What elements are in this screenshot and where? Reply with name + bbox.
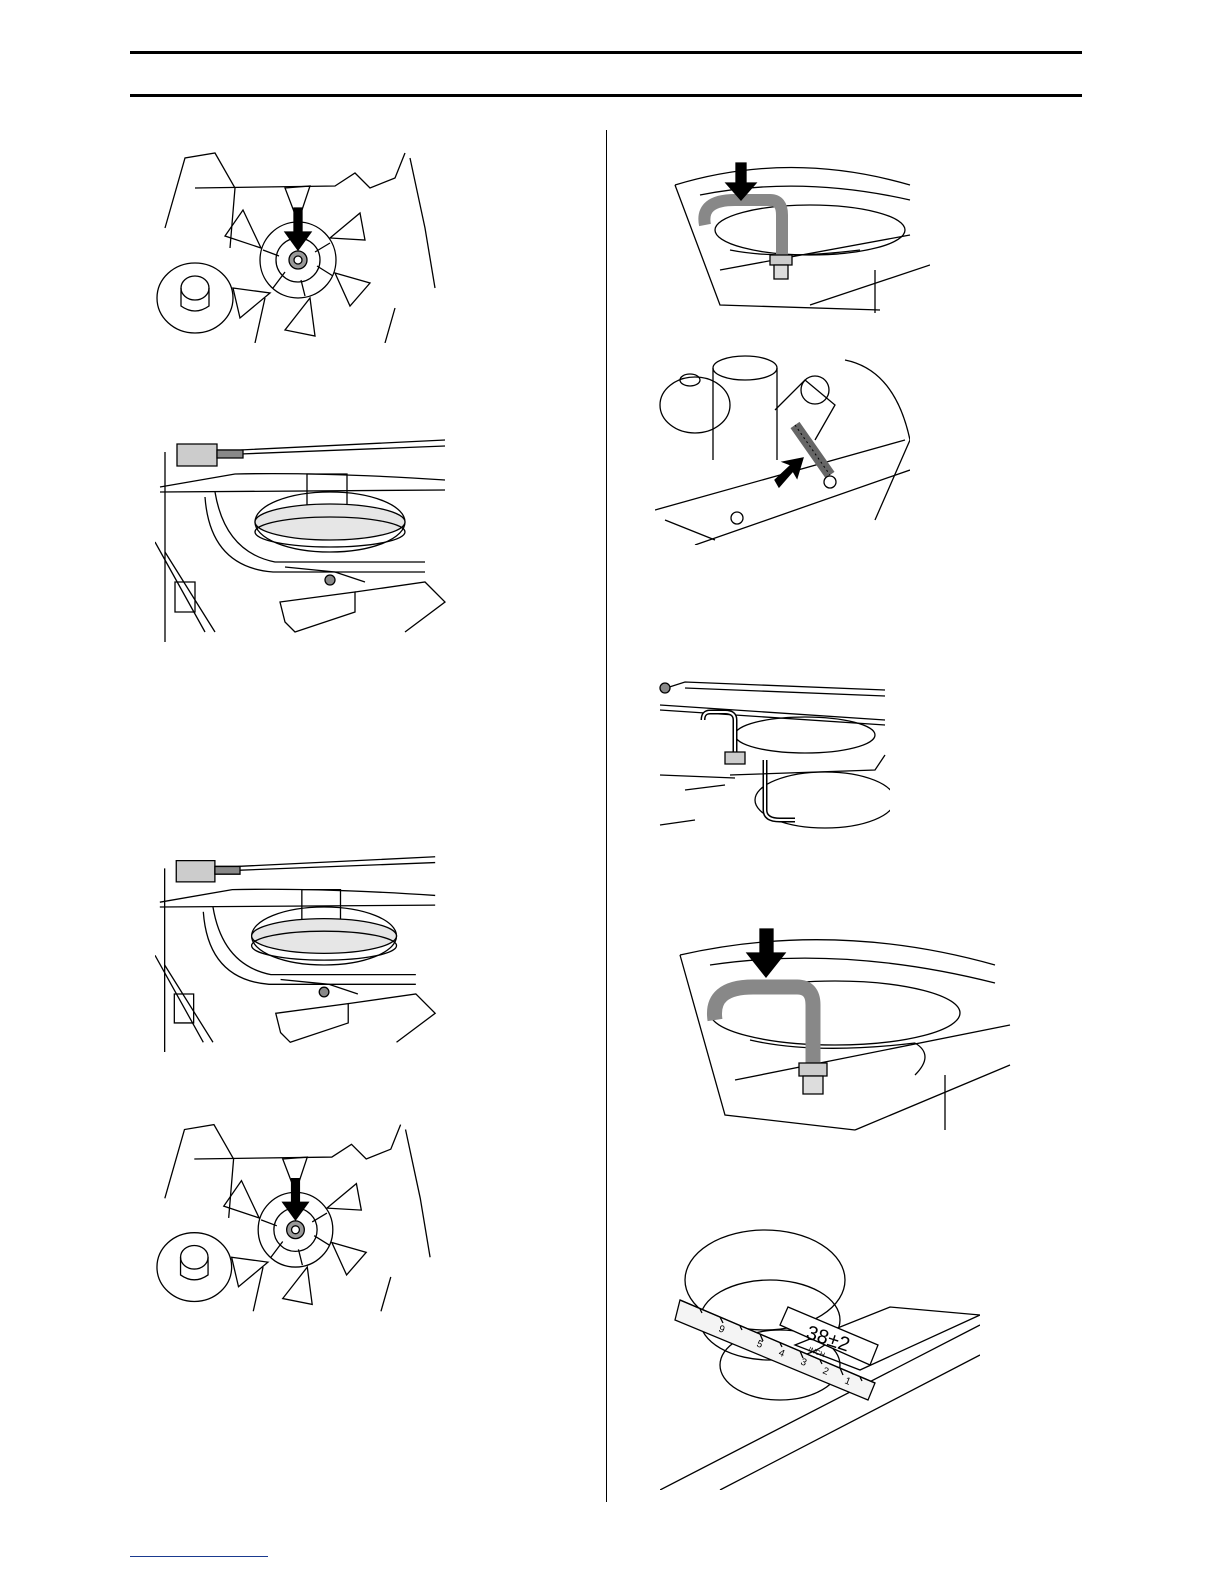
pulley-icon bbox=[255, 492, 405, 552]
arrow-right-icon bbox=[775, 458, 803, 487]
pulley-icon bbox=[157, 263, 233, 333]
figure-hook-arrow bbox=[660, 155, 930, 315]
figure-fan-nut-arrow-2 bbox=[155, 1118, 435, 1313]
arrow-down-icon bbox=[747, 929, 785, 977]
figure-cable-pulley bbox=[155, 432, 450, 642]
pulley-icon bbox=[252, 907, 397, 965]
hook-tool-icon bbox=[704, 200, 792, 279]
figure-hook-arrow-large bbox=[655, 925, 1015, 1135]
figure-fan-nut-arrow bbox=[155, 148, 440, 343]
spring-icon bbox=[795, 425, 836, 488]
arrow-down-icon bbox=[285, 208, 311, 250]
footer-link-rule bbox=[130, 1556, 268, 1557]
pulley-icon bbox=[660, 374, 730, 433]
figure-ruler-measurement: 9 5 4 3 2 1 INCH 38±2 bbox=[660, 1225, 980, 1490]
header-bottom-rule bbox=[130, 94, 1082, 97]
nut-icon bbox=[289, 251, 307, 269]
column-divider bbox=[606, 130, 607, 1502]
arrow-down-icon bbox=[283, 1179, 309, 1220]
nut-icon bbox=[287, 1221, 305, 1239]
pulley-icon bbox=[715, 205, 905, 255]
figure-spring-arrow bbox=[655, 350, 910, 545]
figure-cable-pulley-2 bbox=[155, 848, 440, 1053]
figure-hook-pulley bbox=[655, 660, 890, 830]
header-top-rule bbox=[130, 51, 1082, 54]
hook-tool-icon bbox=[703, 712, 795, 820]
pulley-icon bbox=[710, 981, 960, 1075]
pulley-icon bbox=[157, 1233, 232, 1302]
